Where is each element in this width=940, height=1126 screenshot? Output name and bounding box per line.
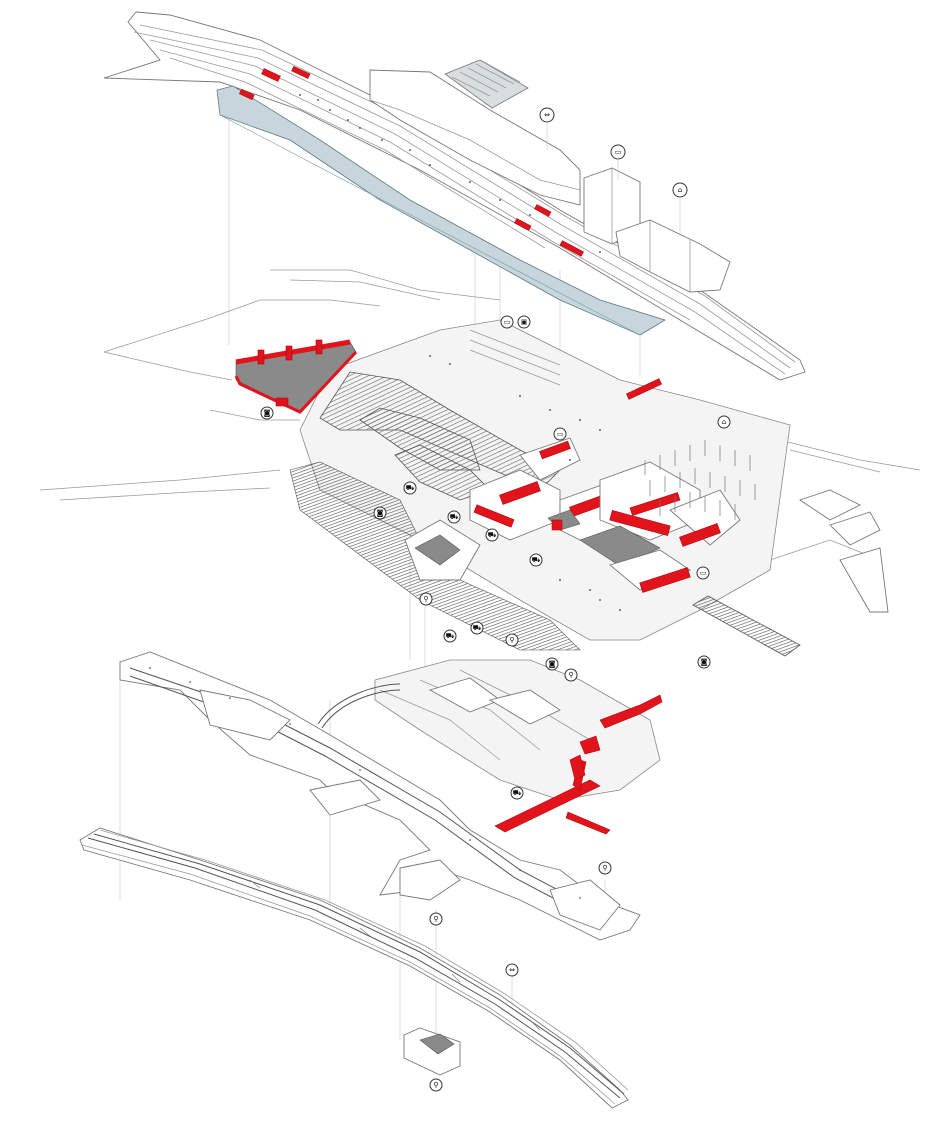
bicycle-icon: ⚲ — [598, 861, 612, 875]
taxi-icon: ◙ — [373, 506, 387, 520]
svg-text:⛟: ⛟ — [406, 484, 415, 492]
shopping-cart-icon: ⛟ — [447, 510, 461, 524]
bicycle-icon: ⚲ — [505, 633, 519, 647]
bus-icon: ▭ — [553, 427, 567, 441]
bicycle-icon: ⚲ — [419, 592, 433, 606]
svg-text:⚲: ⚲ — [568, 671, 573, 679]
glass-roof-building — [444, 59, 529, 109]
layer-underground-concourse: ⛟ ⛟ ⚲ ◙ ⚲ ⛟ ⚲ — [119, 621, 663, 941]
tram-icon: ▣ — [517, 315, 531, 329]
shopping-cart-icon: ⛟ — [470, 621, 484, 635]
motorcycle-icon: ⚲ — [429, 1078, 443, 1092]
svg-text:⇔: ⇔ — [509, 966, 515, 974]
bus-icon: ▭ — [610, 144, 626, 160]
taxi-icon: ◙ — [260, 406, 274, 420]
svg-text:⇔: ⇔ — [544, 111, 550, 119]
station-building — [369, 69, 581, 206]
layer-underground-rail: ⇔ ⚲ ⚲ — [79, 827, 629, 1109]
svg-text:⌂: ⌂ — [722, 418, 726, 426]
shopping-cart-icon: ⛟ — [510, 786, 524, 800]
svg-text:⛟: ⛟ — [450, 513, 459, 521]
svg-text:▭: ▭ — [504, 318, 511, 326]
home-icon: ⌂ — [717, 415, 731, 429]
car-park-lot — [692, 595, 801, 657]
svg-text:⛟: ⛟ — [473, 624, 482, 632]
rail-tunnel — [79, 827, 629, 1109]
shopping-cart-icon: ⛟ — [529, 553, 543, 567]
red-buildings — [469, 378, 741, 593]
layer-rail-platform: ⇔ ▭ ⌂ — [103, 11, 806, 381]
concourse-plate — [374, 659, 661, 801]
svg-text:▭: ▭ — [615, 148, 622, 156]
svg-text:⚲: ⚲ — [423, 595, 428, 603]
shopping-cart-icon: ⛟ — [485, 528, 499, 542]
train-icon: ⇔ — [539, 107, 555, 123]
shopping-cart-icon: ⛟ — [443, 629, 457, 643]
car-icon: ◙ — [697, 655, 711, 669]
svg-text:⛟: ⛟ — [532, 556, 541, 564]
bus-icon: ▭ — [500, 315, 514, 329]
svg-text:◙: ◙ — [264, 409, 271, 417]
car-icon: ◙ — [545, 657, 559, 671]
svg-text:◙: ◙ — [701, 658, 708, 666]
museum-building — [615, 219, 731, 293]
museum-icon: ⌂ — [672, 182, 688, 198]
svg-text:⌂: ⌂ — [678, 186, 682, 194]
access-shaft — [403, 1027, 461, 1076]
shopping-cart-icon: ⛟ — [403, 481, 417, 495]
motorcycle-icon: ⚲ — [564, 668, 578, 682]
svg-text:⛟: ⛟ — [446, 632, 455, 640]
svg-text:⚲: ⚲ — [602, 864, 607, 872]
bus-icon: ▭ — [696, 566, 710, 580]
red-corridor — [494, 779, 601, 833]
bicycle-icon: ⚲ — [429, 912, 443, 926]
svg-text:◙: ◙ — [377, 509, 384, 517]
svg-text:⚲: ⚲ — [433, 915, 438, 923]
svg-text:◙: ◙ — [549, 660, 556, 668]
svg-text:▣: ▣ — [521, 318, 528, 326]
svg-text:⚲: ⚲ — [509, 636, 514, 644]
layer-ground-urban: ▭ ▣ ◙ ⌂ ▭ ◙ ⛟ ⛟ ⛟ ⛟ ⚲ ▭ ◙ — [39, 269, 921, 669]
tree-grove — [644, 440, 756, 520]
svg-text:⚲: ⚲ — [433, 1081, 438, 1089]
train-icon: ⇔ — [505, 963, 519, 977]
svg-text:⛟: ⛟ — [488, 531, 497, 539]
svg-text:▭: ▭ — [700, 569, 707, 577]
svg-text:▭: ▭ — [557, 430, 564, 438]
svg-text:⛟: ⛟ — [513, 789, 522, 797]
rail-deck — [103, 11, 806, 381]
glass-canopy — [216, 85, 666, 336]
